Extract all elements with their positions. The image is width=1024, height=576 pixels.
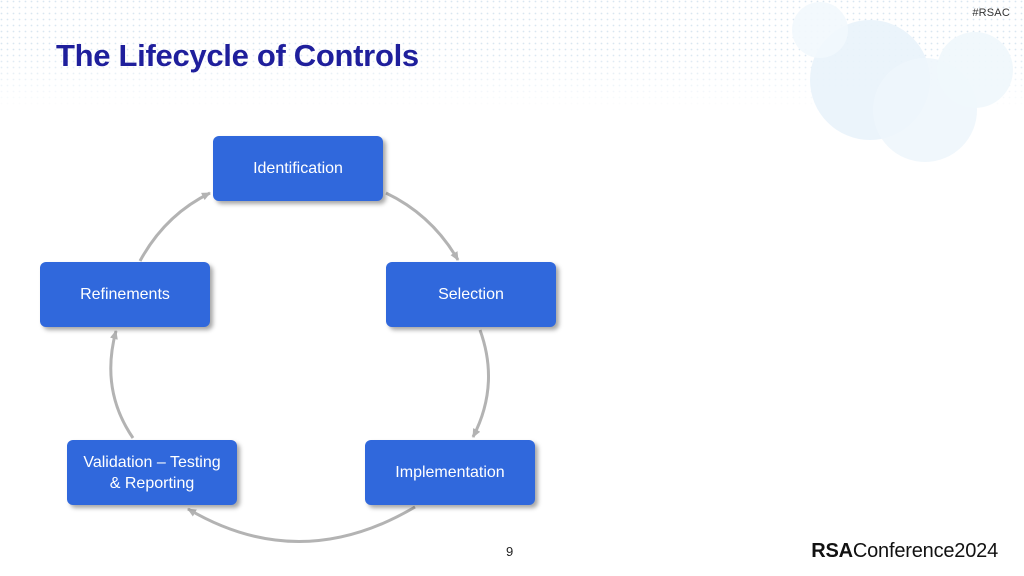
- arrow-selection-to-implementation: [471, 329, 490, 438]
- node-refinements: Refinements: [40, 262, 210, 327]
- node-validation: Validation – Testing & Reporting: [67, 440, 237, 505]
- hashtag-label: #RSAC: [972, 7, 1010, 19]
- arrow-refinements-to-identification: [138, 191, 211, 262]
- node-label-implementation: Implementation: [395, 464, 505, 481]
- logo-year: 2024: [954, 540, 998, 562]
- node-selection: Selection: [386, 262, 556, 327]
- page-number: 9: [506, 544, 514, 559]
- node-identification: Identification: [213, 136, 383, 201]
- arrow-identification-to-selection: [385, 191, 460, 261]
- node-implementation: Implementation: [365, 440, 535, 505]
- slide-title: The Lifecycle of Controls: [56, 38, 419, 73]
- arrow-implementation-to-validation: [187, 505, 416, 543]
- rsac-logo: RSAConference2024: [811, 540, 998, 563]
- arrow-validation-to-refinements: [109, 330, 135, 439]
- node-label-refinements: Refinements: [80, 286, 170, 303]
- node-label-identification: Identification: [253, 160, 343, 177]
- logo-brand: RSA: [811, 540, 853, 562]
- logo-text: Conference: [852, 540, 955, 562]
- node-label-validation: Validation – Testing & Reporting: [83, 453, 221, 492]
- node-label-selection: Selection: [438, 286, 504, 303]
